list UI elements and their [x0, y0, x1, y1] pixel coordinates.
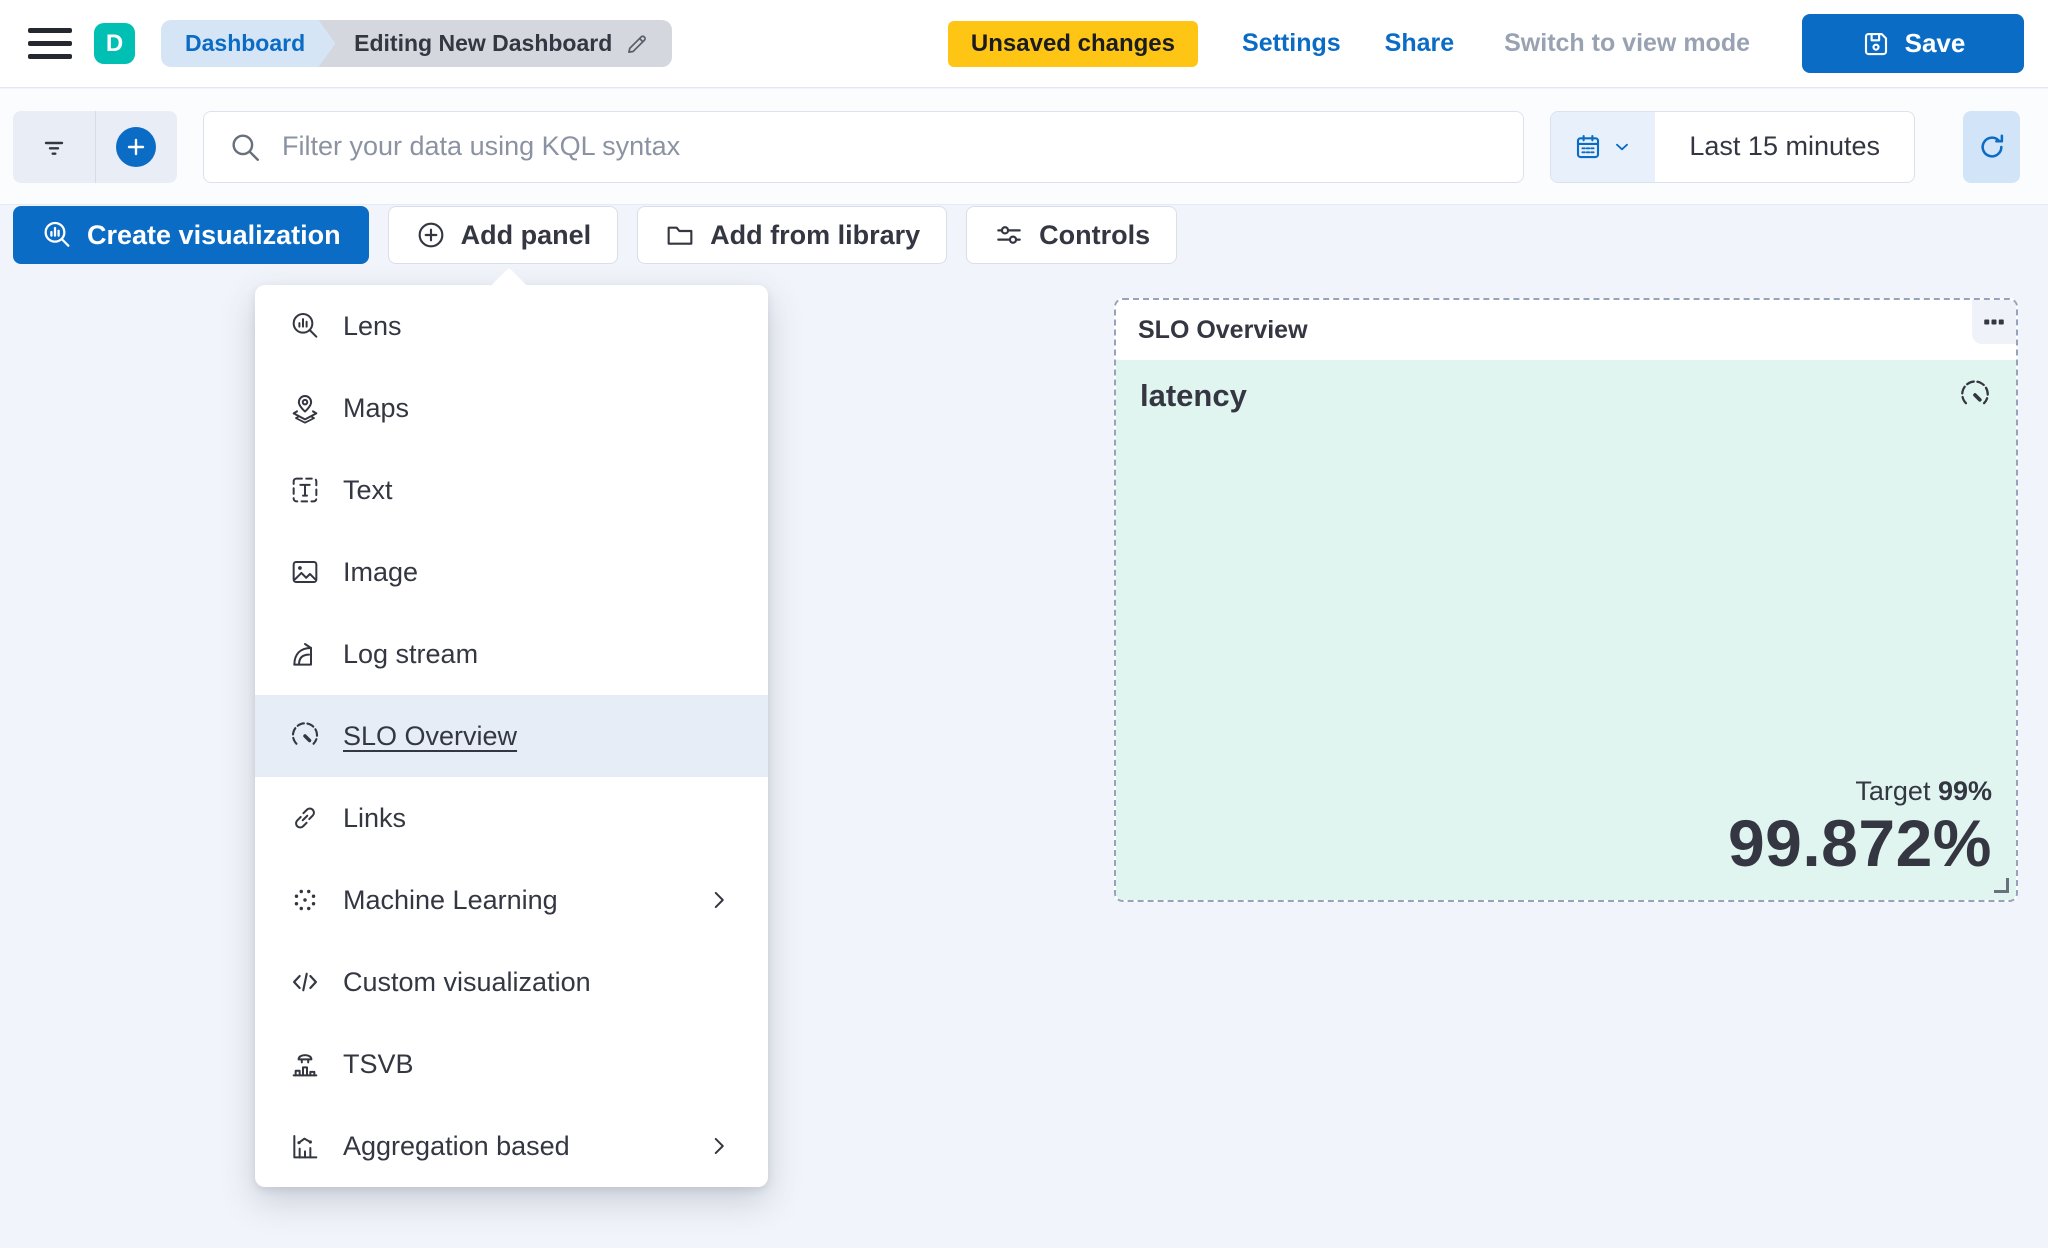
menu-item-aggregation-based[interactable]: Aggregation based [255, 1105, 768, 1187]
breadcrumb-current-label: Editing New Dashboard [354, 30, 613, 56]
menu-item-custom-visualization[interactable]: Custom visualization [255, 941, 768, 1023]
aggregation-icon [289, 1130, 321, 1162]
gauge-icon [289, 720, 321, 752]
chevron-right-icon [706, 1133, 732, 1159]
panel-header: SLO Overview [1116, 300, 2016, 360]
edit-pencil-icon [624, 31, 650, 57]
menu-item-label: Lens [343, 310, 402, 341]
slo-value: 99.872% [1727, 806, 1992, 881]
menu-item-links[interactable]: Links [255, 777, 768, 859]
space-avatar[interactable]: D [94, 23, 135, 64]
lens-icon [289, 310, 321, 342]
controls-label: Controls [1039, 219, 1151, 250]
filter-controls-group [13, 110, 178, 183]
top-header: D Dashboard Editing New Dashboard Unsave… [0, 0, 2048, 88]
gauge-icon [1958, 378, 1992, 412]
plus-icon [116, 126, 157, 167]
plus-circle-icon [415, 219, 447, 251]
menu-item-tsvb[interactable]: TSVB [255, 1023, 768, 1105]
panel-resize-handle[interactable] [1994, 878, 2009, 893]
menu-item-label: Aggregation based [343, 1130, 570, 1161]
maps-icon [289, 392, 321, 424]
create-visualization-button[interactable]: Create visualization [13, 206, 369, 264]
menu-item-machine-learning[interactable]: Machine Learning [255, 859, 768, 941]
breadcrumb-dashboard[interactable]: Dashboard [161, 20, 335, 67]
slo-overview-panel: SLO Overview latency Target [1114, 298, 2018, 902]
add-panel-button[interactable]: Add panel [387, 206, 619, 264]
slo-target-line: Target 99% [1140, 776, 1992, 807]
text-icon [289, 474, 321, 506]
menu-item-image[interactable]: Image [255, 531, 768, 613]
breadcrumb: Dashboard Editing New Dashboard [161, 20, 673, 67]
machine-learning-icon [289, 884, 321, 916]
menu-item-label: Maps [343, 392, 410, 423]
create-visualization-label: Create visualization [87, 219, 341, 250]
menu-item-text[interactable]: Text [255, 449, 768, 531]
add-from-library-button[interactable]: Add from library [637, 206, 948, 264]
time-range-value[interactable]: Last 15 minutes [1689, 131, 1880, 161]
tsvb-icon [289, 1048, 321, 1080]
share-link[interactable]: Share [1384, 29, 1455, 57]
settings-link[interactable]: Settings [1242, 29, 1341, 57]
menu-item-slo-overview[interactable]: SLO Overview [255, 695, 768, 777]
time-picker-calendar-button[interactable] [1551, 111, 1656, 182]
menu-item-maps[interactable]: Maps [255, 367, 768, 449]
search-icon [228, 130, 262, 164]
controls-button[interactable]: Controls [966, 206, 1178, 264]
chevron-down-icon [1611, 136, 1633, 158]
slo-target-value: 99% [1937, 776, 1992, 807]
link-icon [289, 802, 321, 834]
menu-item-label: Machine Learning [343, 884, 558, 915]
slo-metric-body[interactable]: latency Target 99% 99.872% [1116, 360, 2016, 900]
folder-icon [664, 219, 696, 251]
menu-item-label: Links [343, 802, 407, 833]
boxes-horizontal-icon [1981, 309, 2007, 335]
kql-query-box [203, 110, 1525, 183]
menu-hamburger-icon[interactable] [28, 22, 72, 66]
save-button-label: Save [1904, 28, 1966, 58]
save-floppy-icon [1861, 29, 1891, 59]
slo-name-label: latency [1140, 378, 1247, 413]
menu-item-log-stream[interactable]: Log stream [255, 613, 768, 695]
calendar-icon [1573, 132, 1603, 162]
add-filter-button[interactable] [94, 110, 178, 183]
breadcrumb-current[interactable]: Editing New Dashboard [318, 20, 673, 67]
menu-item-label: Image [343, 556, 419, 587]
slo-target-label: Target [1855, 776, 1938, 807]
filter-lines-icon [38, 131, 70, 163]
unsaved-changes-badge: Unsaved changes [947, 20, 1199, 67]
add-panel-menu: Lens Maps Text [255, 267, 768, 1187]
sliders-icon [993, 219, 1025, 251]
menu-item-label: SLO Overview [343, 720, 518, 751]
add-from-library-label: Add from library [710, 219, 921, 250]
lens-icon [41, 219, 73, 251]
refresh-icon [1976, 131, 2008, 163]
refresh-button[interactable] [1963, 110, 2020, 183]
kql-search-input[interactable] [282, 131, 1500, 162]
chevron-right-icon [706, 887, 732, 913]
add-panel-label: Add panel [460, 219, 592, 250]
save-button[interactable]: Save [1802, 14, 2024, 73]
menu-item-label: Custom visualization [343, 966, 591, 997]
dashboard-toolbar: Create visualization Add panel Add from … [13, 206, 1178, 264]
switch-view-mode-link[interactable]: Switch to view mode [1504, 29, 1750, 57]
menu-item-lens[interactable]: Lens [255, 285, 768, 367]
log-stream-icon [289, 638, 321, 670]
menu-item-label: Text [343, 474, 393, 505]
panel-title: SLO Overview [1138, 315, 1308, 344]
panel-options-button[interactable] [1972, 300, 2016, 344]
menu-item-label: Log stream [343, 638, 479, 669]
menu-item-label: TSVB [343, 1048, 414, 1079]
time-picker: Last 15 minutes [1550, 110, 1915, 183]
unified-search-bar: Last 15 minutes [0, 89, 2048, 205]
image-icon [289, 556, 321, 588]
filter-menu-button[interactable] [13, 111, 95, 183]
code-icon [289, 966, 321, 998]
